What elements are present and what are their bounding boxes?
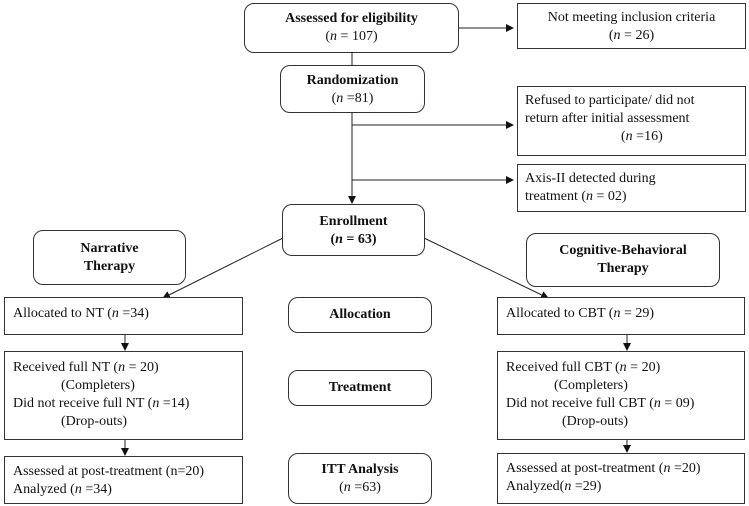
axis2-box: Axis-II detected during treatment (n = 0… [517,164,746,212]
refused-box: Refused to participate/ did not return a… [517,86,746,156]
analysis-nt-line1: Assessed at post-treatment (n=20) [13,464,205,479]
analysis-cbt-analyzed: Analyzed(n =29) [506,479,602,494]
treat-cbt-box: Received full CBT (n = 20) (Completers) … [497,351,745,440]
stage-itt-title: ITT Analysis [321,462,399,477]
treat-cbt-not-received: Did not receive full CBT (n = 09) [506,396,695,411]
not-meeting-box: Not meeting inclusion criteria (n = 26) [517,3,746,49]
randomization-title: Randomization [306,73,399,88]
cbt-header-line2: Therapy [597,261,649,276]
stage-treatment: Treatment [288,370,432,406]
treat-nt-not-received: Did not receive full NT (n =14) [13,396,190,411]
stage-allocation-label: Allocation [329,307,391,322]
analysis-nt-box: Assessed at post-treatment (n=20) Analyz… [4,456,243,504]
refused-line2: return after initial assessment [525,111,690,126]
treat-cbt-received: Received full CBT (n = 20) [506,360,661,375]
treat-nt-box: Received full NT (n = 20) (Completers) D… [4,351,243,440]
not-meeting-title: Not meeting inclusion criteria [547,10,716,25]
analysis-cbt-line1: Assessed at post-treatment (n =20) [506,461,701,476]
stage-itt: ITT Analysis (n =63) [288,453,432,504]
enrollment-box: Enrollment (n = 63) [282,204,425,256]
stage-treatment-label: Treatment [328,380,392,395]
enrollment-count: (n = 63) [330,232,377,247]
analysis-nt-analyzed: Analyzed (n =34) [13,482,112,497]
stage-itt-count: (n =63) [339,480,381,495]
nt-header: Narrative Therapy [33,230,186,285]
assessed-box: Assessed for eligibility (n = 107) [244,3,459,53]
treat-nt-received: Received full NT (n = 20) [13,360,159,375]
nt-header-line1: Narrative [80,241,139,256]
enrollment-title: Enrollment [319,214,388,229]
analysis-cbt-box: Assessed at post-treatment (n =20) Analy… [497,453,745,504]
treat-nt-dropouts: (Drop-outs) [61,414,128,429]
treat-cbt-dropouts: (Drop-outs) [562,414,629,429]
alloc-cbt-text: Allocated to CBT (n = 29) [506,306,655,321]
treat-nt-completers: (Completers) [61,378,135,393]
treat-cbt-completers: (Completers) [554,378,628,393]
cbt-header: Cognitive-Behavioral Therapy [526,233,720,287]
axis2-line2: treatment (n = 02) [525,189,627,204]
axis2-line1: Axis-II detected during [525,171,656,186]
not-meeting-count: (n = 26) [608,28,655,43]
cbt-header-line1: Cognitive-Behavioral [559,243,687,258]
nt-header-line2: Therapy [83,259,136,274]
assessed-count: (n = 107) [325,29,378,44]
alloc-nt-text: Allocated to NT (n =34) [13,306,149,321]
randomization-count: (n =81) [331,91,374,106]
alloc-nt-box: Allocated to NT (n =34) [4,297,243,335]
refused-line1: Refused to participate/ did not [525,93,695,108]
refused-count: (n =16) [621,129,663,144]
randomization-box: Randomization (n =81) [280,65,425,113]
assessed-title: Assessed for eligibility [285,11,418,26]
alloc-cbt-box: Allocated to CBT (n = 29) [497,297,745,335]
stage-allocation: Allocation [288,297,432,333]
